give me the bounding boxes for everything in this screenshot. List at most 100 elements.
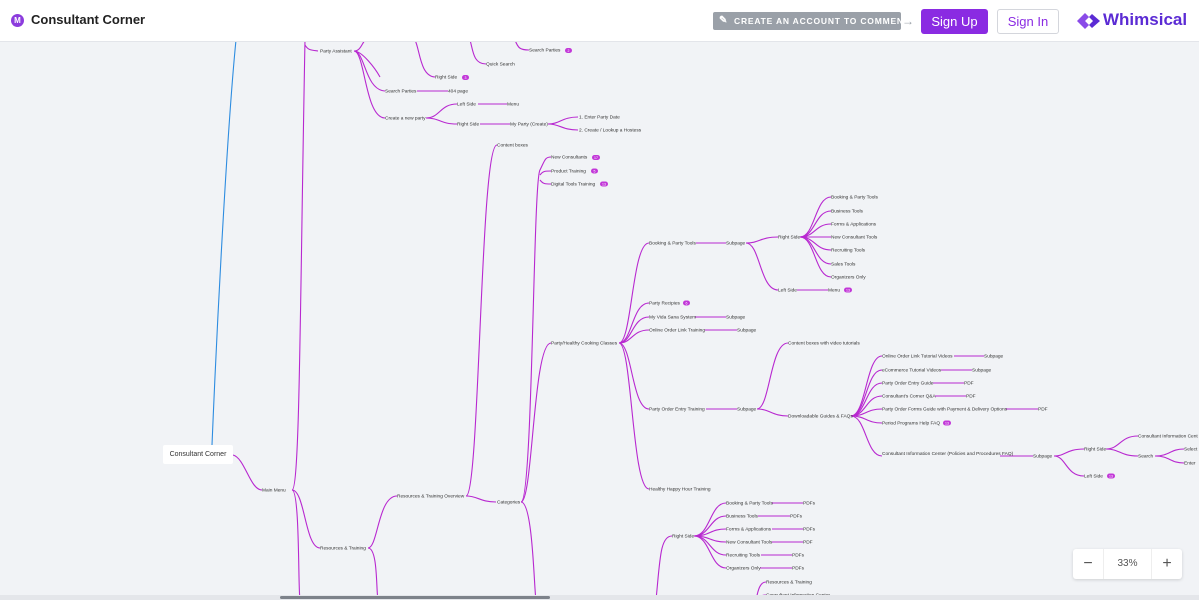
badge-new-consultants[interactable]: 17 — [592, 155, 600, 160]
node-left-side-3[interactable]: Left Side — [1084, 474, 1103, 480]
node-l-business[interactable]: Business Tools — [726, 514, 759, 520]
node-subpage-2[interactable]: Subpage — [737, 407, 757, 413]
node-rs-forms[interactable]: Forms & Applications — [831, 222, 877, 228]
node-resources-training[interactable]: Resources & Training — [320, 546, 366, 552]
workspace-avatar-icon[interactable]: M — [11, 14, 24, 27]
node-enter[interactable]: Enter — [1184, 461, 1196, 467]
node-d1-subpage[interactable]: Subpage — [984, 354, 1004, 360]
node-party-recipies[interactable]: Party Recipies — [649, 301, 681, 307]
node-categories[interactable]: Categories — [497, 500, 521, 506]
node-my-party-create[interactable]: My Party (Create) — [510, 122, 548, 128]
zoom-in-button[interactable]: + — [1151, 549, 1182, 579]
horizontal-scrollbar-track[interactable] — [0, 595, 1199, 600]
node-rs-business[interactable]: Business Tools — [831, 209, 864, 215]
node-d5-pdf[interactable]: PDF — [1038, 407, 1048, 413]
node-search[interactable]: Search — [1138, 454, 1154, 460]
badge-right-side-1[interactable]: 3 — [462, 75, 469, 80]
sign-in-button[interactable]: Sign In — [997, 9, 1059, 34]
node-l-booking[interactable]: Booking & Party Tools — [726, 501, 773, 507]
node-search-parties-2[interactable]: Search Parties — [385, 89, 417, 95]
node-vida-sana[interactable]: My Vida Sana System — [649, 315, 696, 321]
node-main-menu[interactable]: Main Menu — [262, 488, 286, 494]
node-create-lookup-hostess[interactable]: 2. Create / Lookup a Hostess — [579, 128, 642, 134]
node-d7-subpage[interactable]: Subpage — [1033, 454, 1053, 460]
node-consultant-info-cent[interactable]: Consultant Information Cent — [1138, 434, 1198, 440]
node-right-side-4[interactable]: Right Side — [1084, 447, 1106, 453]
node-rs-booking[interactable]: Booking & Party Tools — [831, 195, 878, 201]
node-404-page[interactable]: 404 page — [448, 89, 468, 95]
root-node-consultant-corner[interactable]: Consultant Corner — [163, 445, 233, 464]
node-rs-organizers[interactable]: Organizers Only — [831, 275, 866, 281]
badge-party-recipies[interactable]: 6 — [683, 300, 690, 306]
node-l-new-consultant[interactable]: New Consultant Tools — [726, 540, 773, 546]
node-party-assistant[interactable]: Party Assistant — [320, 49, 352, 55]
node-downloadable-guides[interactable]: Downloadable Guides & FAQs — [788, 414, 853, 420]
badge-left-side-3[interactable]: 13 — [1107, 473, 1115, 479]
node-d3[interactable]: Party Order Entry Guide — [882, 381, 934, 387]
badge-digital-tools[interactable]: 13 — [600, 181, 608, 187]
sign-up-button[interactable]: Sign Up — [921, 9, 988, 34]
node-right-side-3[interactable]: Right Side — [778, 235, 800, 241]
badge-menu-2[interactable]: 13 — [844, 287, 852, 293]
node-rs-new-consultant[interactable]: New Consultant Tools — [831, 235, 878, 241]
node-l-organizers[interactable]: Organizers Only — [726, 566, 761, 572]
node-left-side-1[interactable]: Left Side — [457, 102, 476, 108]
node-left-side-2[interactable]: Left Side — [778, 288, 797, 294]
node-d4[interactable]: Consultant's Corner Q&A — [882, 394, 937, 400]
node-d2[interactable]: eCommerce Tutorial Videos — [882, 368, 942, 374]
node-d4-pdf[interactable]: PDF — [966, 394, 976, 400]
node-cooking-classes[interactable]: Party/Healthy Cooking Classes — [551, 341, 618, 347]
node-l-business-pdfs[interactable]: PDFs — [790, 514, 803, 520]
node-l-recruiting-pdfs[interactable]: PDFs — [792, 553, 805, 559]
horizontal-scrollbar-thumb[interactable] — [280, 596, 550, 599]
node-search-parties-1[interactable]: Search Parties — [529, 48, 561, 54]
node-d3-pdf[interactable]: PDF — [964, 381, 974, 387]
node-digital-tools-training[interactable]: Digital Tools Training — [551, 182, 596, 188]
node-l-new-consultant-pdf[interactable]: PDF — [803, 540, 813, 546]
node-l-recruiting[interactable]: Recruiting Tools — [726, 553, 761, 559]
node-online-order-subpage[interactable]: Subpage — [737, 328, 757, 334]
badge-period-programs[interactable]: 13 — [943, 420, 951, 426]
badge-search-parties[interactable]: 2 — [565, 48, 572, 53]
node-quick-search[interactable]: Quick Search — [486, 62, 515, 68]
node-d6[interactable]: Period Programs Help FAQ — [882, 421, 940, 427]
node-product-training[interactable]: Product Training — [551, 169, 586, 175]
branch-l-org — [693, 535, 727, 569]
whimsical-logo-icon[interactable] — [1077, 12, 1102, 30]
badge-product-training[interactable]: 5 — [591, 168, 598, 174]
node-l-organizers-pdfs[interactable]: PDFs — [792, 566, 805, 572]
node-resources-overview[interactable]: Resources & Training Overview — [397, 494, 465, 500]
node-right-side-5[interactable]: Right Side — [672, 534, 694, 540]
create-account-to-comment-button[interactable]: ✎ CREATE AN ACCOUNT TO COMMENT — [713, 12, 909, 30]
node-d2-subpage[interactable]: Subpage — [972, 368, 992, 374]
node-rs-recruiting[interactable]: Recruiting Tools — [831, 248, 866, 254]
node-content-boxes[interactable]: Content boxes — [497, 143, 529, 149]
node-d5[interactable]: Party Order Forms Guide with Payment & D… — [882, 407, 1008, 413]
node-d7[interactable]: Consultant Information Center (Policies … — [882, 451, 1014, 457]
node-menu-2[interactable]: Menu — [828, 288, 840, 294]
node-menu-1[interactable]: Menu — [507, 102, 519, 108]
node-subpage-1[interactable]: Subpage — [726, 241, 746, 247]
node-order-entry-training[interactable]: Party Order Entry Training — [649, 407, 705, 413]
whimsical-logo-text[interactable]: Whimsical — [1103, 10, 1188, 29]
node-l-resources[interactable]: Resources & Training — [766, 580, 812, 586]
branch-rs-sales — [799, 236, 832, 265]
node-l-forms[interactable]: Forms & Applications — [726, 527, 772, 533]
node-booking-party-tools[interactable]: Booking & Party Tools — [649, 241, 696, 247]
node-l-booking-pdfs[interactable]: PDFs — [803, 501, 816, 507]
node-rs-sales[interactable]: Sales Tools — [831, 262, 856, 268]
node-video-tutorials[interactable]: Content boxes with video tutorials — [788, 341, 860, 347]
node-vida-sana-subpage[interactable]: Subpage — [726, 315, 746, 321]
node-l-forms-pdfs[interactable]: PDFs — [803, 527, 816, 533]
node-enter-party-date[interactable]: 1. Enter Party Date — [579, 115, 620, 121]
node-right-side-1[interactable]: Right Side — [435, 75, 457, 81]
node-select[interactable]: Select — [1184, 447, 1198, 453]
zoom-out-button[interactable]: − — [1073, 549, 1104, 579]
node-new-consultants[interactable]: New Consultants — [551, 155, 588, 161]
node-d1[interactable]: Online Order Link Tutorial Videos — [882, 354, 953, 360]
node-online-order-training[interactable]: Online Order Link Training — [649, 328, 705, 334]
node-create-new-party[interactable]: Create a new party — [385, 116, 426, 122]
node-right-side-2[interactable]: Right Side — [457, 122, 479, 128]
node-healthy-happy-hour[interactable]: Healthy Happy Hour Training — [649, 487, 711, 493]
